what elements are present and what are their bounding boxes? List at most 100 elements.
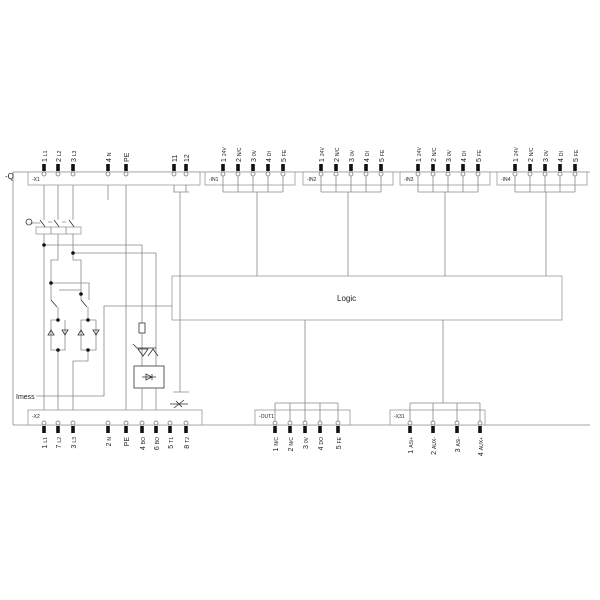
terminal[interactable]: 3ASi- bbox=[454, 420, 462, 453]
thermistor-icon bbox=[170, 399, 188, 409]
terminal-number: 1 bbox=[416, 158, 423, 162]
terminal[interactable]: 2AUX- bbox=[430, 420, 438, 455]
terminal-signal: FE bbox=[574, 149, 580, 156]
terminal[interactable]: 5 T1 bbox=[167, 420, 175, 449]
terminal-signal: AUX- bbox=[432, 437, 438, 449]
terminal[interactable]: 4DO bbox=[317, 420, 325, 450]
terminal[interactable]: 2N/C bbox=[527, 147, 535, 177]
terminal-signal: N/C bbox=[335, 147, 341, 156]
svg-text:4DI: 4DI bbox=[364, 151, 371, 162]
svg-text:4DI: 4DI bbox=[558, 151, 565, 162]
terminal[interactable]: 124V bbox=[415, 147, 423, 177]
terminal-signal: N bbox=[107, 437, 113, 441]
terminal[interactable]: 4DI bbox=[460, 151, 468, 177]
terminal-signal: 24V bbox=[417, 147, 423, 157]
svg-text:124V: 124V bbox=[221, 147, 228, 162]
terminal[interactable]: 30V bbox=[302, 420, 310, 449]
svg-text:1N/C: 1N/C bbox=[273, 437, 280, 452]
terminal[interactable]: 11 bbox=[171, 155, 179, 177]
svg-text:4DI: 4DI bbox=[461, 151, 468, 162]
x1-terminal-block-box bbox=[27, 171, 201, 186]
triac-icon bbox=[132, 343, 159, 357]
terminal-number: 1 bbox=[319, 158, 326, 162]
terminal[interactable]: 1N/C bbox=[272, 420, 280, 452]
terminal[interactable]: 124V bbox=[318, 147, 326, 177]
terminal-number: 2 bbox=[56, 158, 63, 162]
terminal-number: 3 bbox=[71, 444, 78, 448]
terminal-number: 4 bbox=[558, 158, 565, 162]
terminal[interactable]: 2N/C bbox=[287, 420, 295, 452]
svg-text:6BO: 6BO bbox=[154, 437, 161, 450]
terminal-number: 2 bbox=[106, 443, 113, 447]
terminal[interactable]: 2L2 bbox=[55, 150, 63, 177]
svg-text:1L1: 1L1 bbox=[42, 437, 49, 449]
terminal[interactable]: 4BO bbox=[139, 420, 147, 450]
terminal[interactable]: 7L2 bbox=[55, 420, 63, 448]
terminal[interactable]: 6BO bbox=[153, 420, 161, 450]
terminal[interactable]: 5FE bbox=[475, 149, 483, 177]
terminal-number: 2 bbox=[528, 158, 535, 162]
terminal[interactable]: 3L3 bbox=[70, 420, 78, 448]
terminal-number: 3 bbox=[446, 158, 453, 162]
terminal-signal: FE bbox=[380, 149, 386, 156]
svg-text:4N: 4N bbox=[106, 152, 113, 162]
terminal[interactable]: 2N/C bbox=[430, 147, 438, 177]
svg-text:4AUX+: 4AUX+ bbox=[478, 437, 485, 456]
terminal-signal: T1 bbox=[169, 437, 175, 443]
terminal[interactable]: 1L1 bbox=[41, 150, 49, 177]
terminal-number: 5 bbox=[336, 445, 343, 449]
terminal-signal: N/C bbox=[289, 437, 295, 446]
terminal[interactable]: PE bbox=[123, 152, 131, 177]
terminal[interactable]: 4N bbox=[105, 152, 113, 177]
terminal[interactable]: 2N/C bbox=[235, 147, 243, 177]
svg-text:8T2: 8T2 bbox=[184, 437, 191, 449]
terminal-signal: N/C bbox=[237, 147, 243, 156]
terminal-number: 4 bbox=[461, 158, 468, 162]
terminal-signal: 0V bbox=[447, 149, 453, 156]
terminal[interactable]: 124V bbox=[512, 147, 520, 177]
terminal[interactable]: 1L1 bbox=[41, 420, 49, 449]
terminal[interactable]: 2N bbox=[105, 420, 113, 447]
imess-label: Imess bbox=[16, 394, 35, 401]
svg-text:1L1: 1L1 bbox=[42, 150, 49, 162]
terminal-number: 2 bbox=[334, 158, 341, 162]
terminal-number: 12 bbox=[184, 154, 191, 162]
x31-terminal-block: -X31 1 ASi+ 2AUX- 3ASi- 4AUX+ bbox=[389, 320, 486, 456]
terminal[interactable]: 8T2 bbox=[183, 420, 191, 449]
terminal-number: 3 bbox=[251, 158, 258, 162]
svg-text:4BO: 4BO bbox=[140, 437, 147, 450]
svg-text:2N/C: 2N/C bbox=[236, 147, 243, 162]
terminal-number: 5 bbox=[168, 445, 175, 449]
terminal[interactable]: 3L3 bbox=[70, 150, 78, 177]
terminal-signal: ASi+ bbox=[409, 437, 415, 448]
terminal[interactable]: 3 0V bbox=[250, 149, 258, 177]
svg-text:4DI: 4DI bbox=[266, 151, 273, 162]
svg-text:2L2: 2L2 bbox=[56, 150, 63, 162]
x31-terminal-block-label: -X31 bbox=[394, 414, 405, 420]
terminal-signal: 0V bbox=[304, 436, 310, 443]
terminal[interactable]: 4AUX+ bbox=[477, 420, 485, 456]
terminal-signal: 0V bbox=[252, 149, 258, 156]
input-block-2-box bbox=[302, 171, 394, 186]
terminal-number: 6 bbox=[154, 446, 161, 450]
terminal-signal: 24V bbox=[514, 147, 520, 157]
terminal-number: 4 bbox=[140, 446, 147, 450]
terminal-number: 4 bbox=[106, 158, 113, 162]
terminal[interactable]: 1 ASi+ bbox=[407, 420, 415, 454]
x31-terminal-block-box bbox=[389, 409, 486, 426]
terminal-signal: T2 bbox=[185, 437, 191, 443]
terminal-number: 5 bbox=[573, 158, 580, 162]
terminal-number: 4 bbox=[318, 446, 325, 450]
terminal-number: 1 bbox=[408, 450, 415, 454]
terminal-signal: L1 bbox=[43, 437, 49, 443]
terminal[interactable]: 12 bbox=[183, 154, 191, 177]
svg-text:30V: 3 0V bbox=[251, 149, 258, 162]
terminal[interactable]: PE bbox=[123, 420, 131, 446]
terminal[interactable]: 124V bbox=[220, 147, 228, 177]
terminal-number: 7 bbox=[56, 444, 63, 448]
svg-text:3ASi-: 3ASi- bbox=[455, 437, 462, 453]
terminal-number: PE bbox=[124, 152, 131, 162]
svg-text:2N/C: 2N/C bbox=[431, 147, 438, 162]
device-label: -Q bbox=[5, 172, 14, 181]
